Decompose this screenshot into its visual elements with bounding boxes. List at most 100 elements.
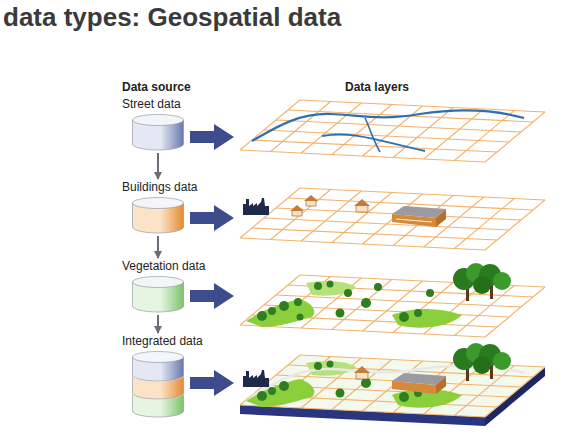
house-icon — [304, 195, 318, 206]
grid-line — [300, 188, 545, 200]
house-icon — [354, 366, 370, 379]
large-building — [396, 219, 432, 222]
shrub-cluster — [426, 289, 434, 297]
buildings-layer — [240, 188, 545, 250]
shrub-cluster — [399, 392, 409, 402]
large-building — [392, 206, 446, 227]
shrub-cluster — [327, 281, 334, 288]
grid-line — [301, 191, 361, 241]
grid-line — [301, 103, 361, 153]
shrub-cluster — [257, 391, 267, 401]
street-line — [252, 111, 524, 141]
large-building — [392, 373, 446, 385]
grid-line — [264, 130, 509, 142]
vegetation-layer — [240, 263, 545, 337]
grid-line — [240, 188, 300, 238]
source-arrows — [190, 370, 234, 396]
house-icon — [290, 205, 304, 216]
database-cylinder — [132, 276, 184, 313]
large-building — [436, 209, 446, 227]
tree-group — [453, 343, 511, 381]
integrated-layer — [240, 343, 545, 426]
shrub-cluster — [374, 283, 382, 291]
layer-grid — [240, 100, 545, 162]
vegetation-patch — [392, 309, 462, 328]
large-building — [392, 206, 446, 218]
grid-line — [485, 367, 545, 417]
database-node: Buildings data — [122, 180, 197, 234]
shrub-cluster — [399, 312, 409, 322]
shrub-cluster — [294, 298, 302, 306]
grid-line — [332, 105, 392, 155]
flow-arrow — [157, 315, 159, 333]
grid-line — [332, 193, 392, 243]
shrub-cluster — [414, 309, 422, 317]
grid-line — [264, 218, 509, 230]
shrub-cluster — [361, 298, 371, 308]
shrub-cluster — [257, 281, 434, 323]
node-label: Integrated data — [122, 334, 203, 348]
factory-icon — [243, 198, 269, 215]
grid-line — [485, 287, 545, 337]
shrub-cluster — [279, 301, 289, 311]
database-cylinder — [132, 114, 184, 151]
source-arrows — [190, 205, 234, 231]
house-icon — [354, 199, 370, 206]
shrub-cluster — [268, 307, 276, 315]
grid-line — [454, 111, 514, 161]
grid-line — [240, 325, 485, 337]
node-label: Buildings data — [122, 180, 197, 194]
database-cylinder — [132, 197, 184, 234]
grid-line — [240, 150, 485, 162]
flow-arrow — [157, 236, 159, 258]
grid-line — [240, 405, 485, 417]
source-arrows — [190, 283, 234, 309]
page-title: data types: Geospatial data — [3, 2, 341, 33]
tree-group — [493, 272, 511, 290]
grid-line — [454, 199, 514, 249]
node-label: Street data — [122, 97, 184, 111]
grid-line — [424, 109, 484, 159]
grid-line — [485, 112, 545, 162]
house-icon — [354, 199, 370, 212]
shrub-cluster — [336, 389, 345, 398]
shrub-cluster — [314, 282, 322, 290]
house-icon — [304, 195, 318, 201]
tree-group — [473, 356, 491, 374]
node-label: Vegetation data — [122, 259, 205, 273]
shrub-cluster — [336, 309, 345, 318]
street-line — [365, 118, 380, 152]
tree-group — [473, 276, 491, 294]
source-arrows — [190, 124, 234, 150]
cylinder-top — [133, 352, 184, 363]
shrub-cluster — [361, 378, 371, 388]
cylinder-top — [133, 115, 184, 126]
shrub-cluster — [314, 362, 322, 370]
layer-grid — [240, 188, 545, 250]
large-building — [436, 376, 446, 394]
vegetation-patch — [246, 299, 314, 327]
shrub-cluster — [297, 314, 304, 321]
grid-line — [301, 358, 361, 408]
grid-line — [301, 278, 361, 328]
column-header: Data source — [122, 80, 191, 94]
shrub-cluster — [279, 381, 289, 391]
factory-icon — [243, 370, 269, 387]
shrub-cluster — [257, 311, 267, 321]
large-building — [392, 373, 446, 394]
tree-group — [453, 263, 511, 301]
tree-group — [493, 352, 511, 370]
grid-line — [240, 100, 300, 150]
street-layer — [240, 100, 545, 162]
flow-arrow — [157, 153, 159, 179]
database-node: Vegetation data — [122, 259, 205, 313]
grid-line — [252, 228, 497, 240]
grid-line — [276, 120, 521, 132]
column-header: Data layers — [345, 80, 409, 94]
cylinder-top — [133, 277, 184, 288]
grid-line — [240, 238, 485, 250]
grid-line — [300, 100, 545, 112]
house-icon — [290, 205, 304, 211]
